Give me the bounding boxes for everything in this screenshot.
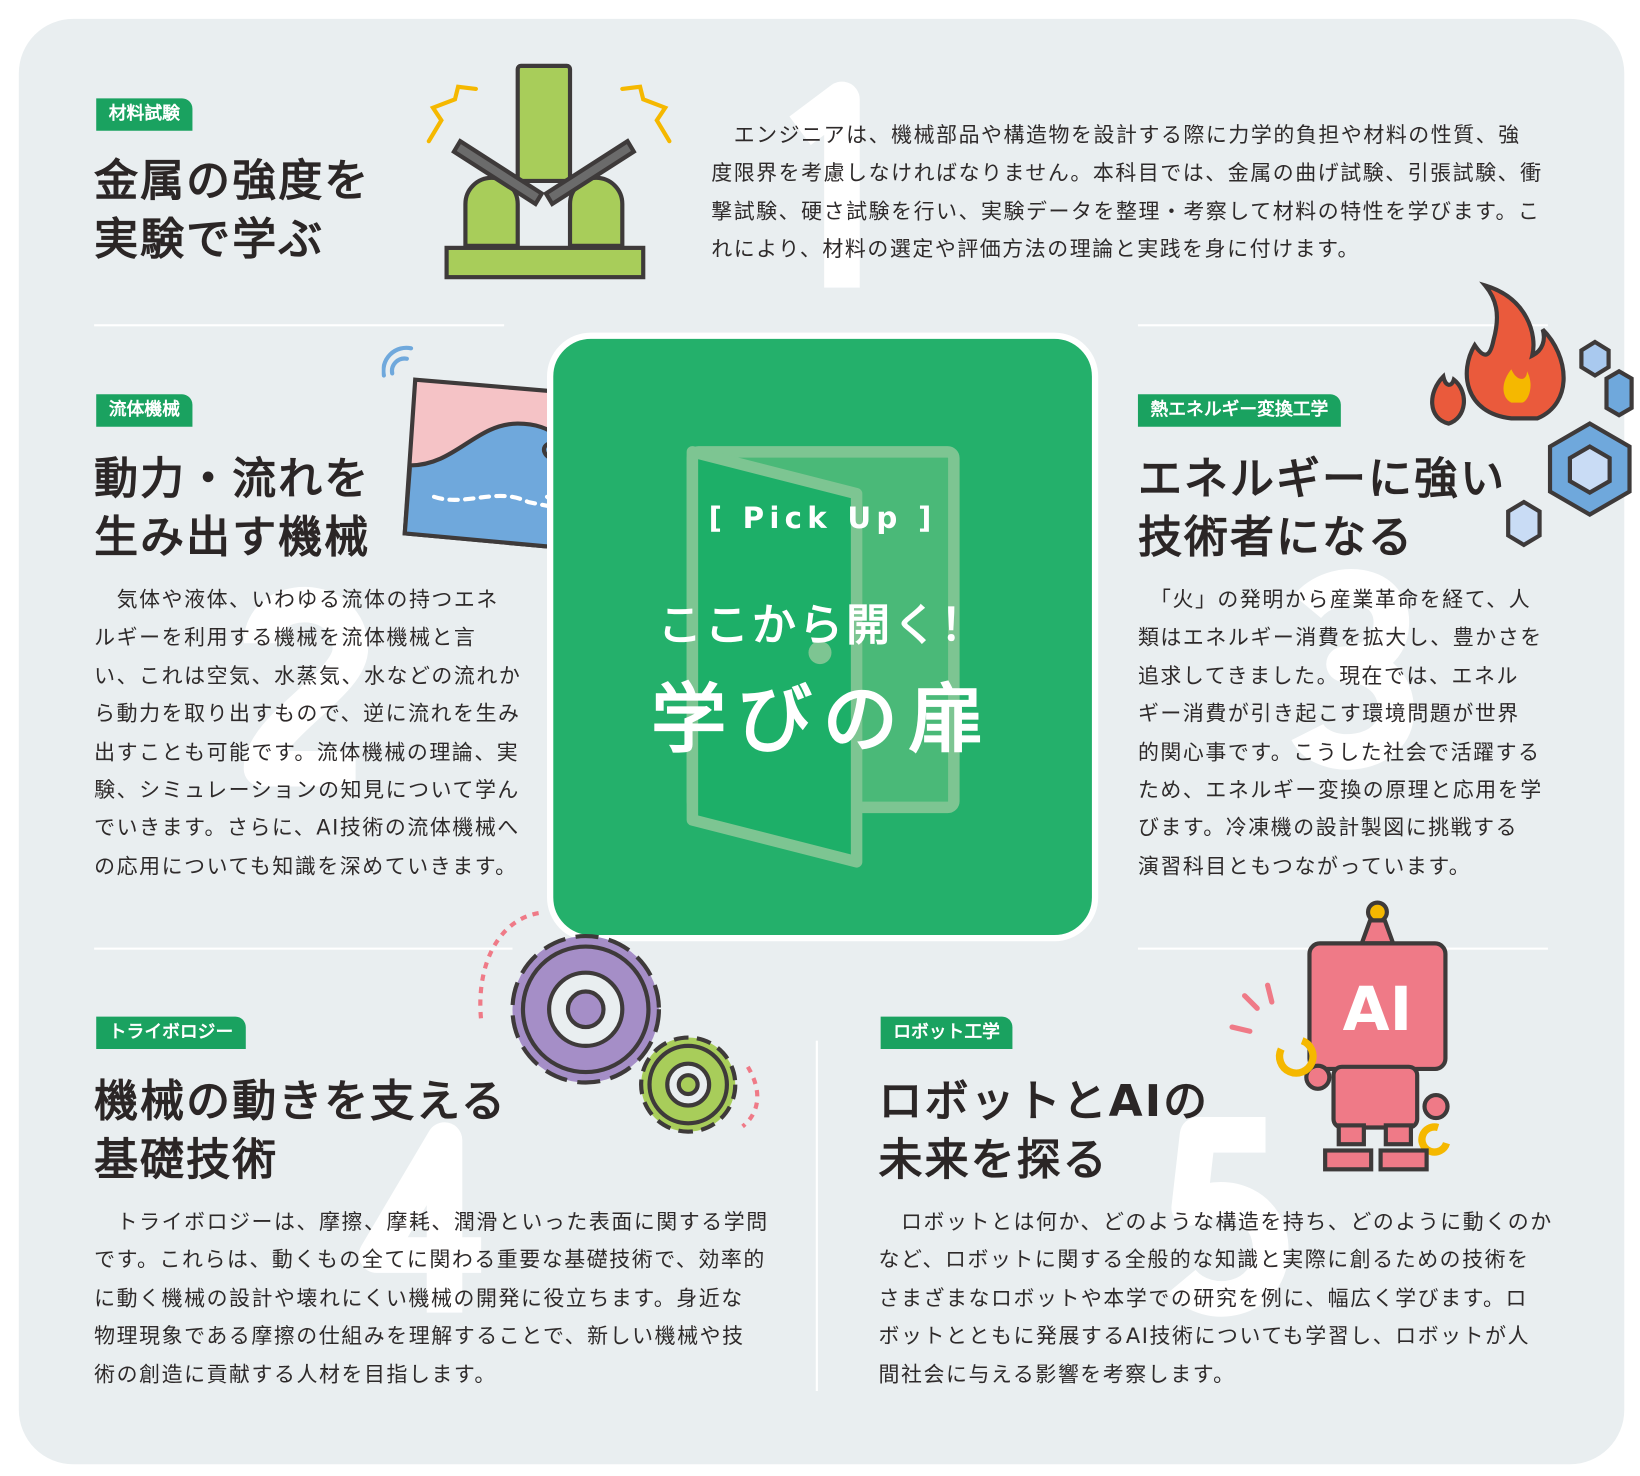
section-body: 「火」の発明から産業革命を経て、人 類はエネルギー消費を拡大し、豊かさを 追求し… [1138,580,1543,884]
divider [1137,324,1548,327]
body-line: トライボロジーは、摩擦、摩耗、潤滑といった表面に関する学問 [94,1209,769,1235]
section-title: エネルギーに強い 技術者になる [1138,450,1506,567]
section-title: 動力・流れを 生み出す機械 [94,450,370,567]
pickup-subtitle: ここから開く！ [657,599,988,651]
body-line: 演習科目ともつながっています。 [1137,853,1472,879]
body-line: 気体や液体、いわゆる流体の持つエネ [94,586,499,612]
section-tag: ロボット工学 [880,1016,1013,1050]
title-line: 実験で学ぶ [94,213,325,265]
section-number-5-watermark [1168,1117,1289,1317]
body-line: ロボットとは何か、どのような構造を持ち、どのように動くのか [878,1209,1553,1235]
body-line: ボットとともに発展するAI技術についても学習し、ロボットが人 [878,1323,1531,1349]
body-line: 間社会に与える影響を考察します。 [878,1361,1236,1387]
press-test-icon [426,63,672,280]
body-line: びます。冷凍機の設計製図に挑戦する [1137,815,1519,841]
section-tag: トライボロジー [96,1016,246,1050]
divider [94,947,513,950]
section-tag: 材料試験 [96,98,193,131]
door-icon [686,446,960,868]
title-line: 技術者になる [1137,511,1415,563]
body-line: 験、シミュレーションの知見について学ん [94,777,520,803]
body-line: です。これらは、動くもの全てに関わる重要な基礎技術で、効率的 [94,1247,766,1273]
body-line: れにより、材料の選定や評価方法の理論と実践を身に付けます。 [711,236,1360,262]
body-line: ギー消費が引き起こす環境問題が世界 [1137,700,1520,727]
pickup-bracket: [ Pick Up ] [708,500,937,536]
robot-ai-label: AI [1343,975,1413,1045]
section-tag: 流体機械 [96,394,193,427]
body-line: 出すことも可能です。流体機械の理論、実 [94,738,520,765]
body-line: ら動力を取り出すもので、逆に流れを生み [94,700,521,727]
body-line: エンジニアは、機械部品や構造物を設計する際に力学的負担や材料の性質、強 [711,122,1521,148]
pickup-title: 学びの扉 [651,675,995,764]
divider [94,324,505,327]
body-line: 追求してきました。現在では、エネル [1137,662,1519,688]
body-line: に動く機械の設計や壊れにくい機械の開発に役立ちます。身近な [94,1285,744,1311]
robot-icon: AI [1229,900,1450,1172]
title-line: 基礎技術 [94,1133,279,1186]
section-title: 金属の強度を 実験で学ぶ [94,152,370,269]
body-line: など、ロボットに関する全般的な知識と実際に創るための技術を [878,1247,1530,1273]
body-line: 物理現象である摩擦の仕組みを理解することで、新しい機械や技 [94,1323,745,1349]
section-body: トライボロジーは、摩擦、摩耗、潤滑といった表面に関する学問 です。これらは、動く… [94,1203,769,1393]
section-number-1-watermark [789,81,860,288]
body-line: 的関心事です。こうした社会で活躍する [1137,738,1541,765]
body-line: ため、エネルギー変換の原理と応用を学 [1137,777,1543,803]
section-number-4-watermark [358,1122,482,1313]
body-line: 「火」の発明から産業革命を経て、人 [1137,586,1532,612]
section-title: 機械の動きを支える 基礎技術 [94,1072,507,1189]
body-line: ルギーを利用する機械を流体機械と言 [94,624,477,650]
section-body: 気体や液体、いわゆる流体の持つエネ ルギーを利用する機械を流体機械と言 い、これ… [94,580,521,884]
fire-energy-icon [1430,281,1634,548]
gears-icon [478,911,760,1134]
pickup-card[interactable]: [ Pick Up ] ここから開く！ 学びの扉 [547,332,1099,942]
title-line: ロボットとAIの [878,1075,1210,1127]
title-line: 金属の強度を [94,154,371,207]
body-line: 類はエネルギー消費を拡大し、豊かさを [1137,624,1543,650]
section-title: ロボットとAIの 未来を探る [879,1072,1210,1189]
body-line: さまざまなロボットや本学での研究を例に、幅広く学びます。ロ [878,1285,1528,1311]
body-line: 術の創造に貢献する人材を目指します。 [94,1361,497,1387]
divider [815,1040,818,1392]
body-line: 撃試験、硬さ試験を行い、実験データを整理・考察して材料の特性を学びます。こ [711,198,1541,224]
section-body: ロボットとは何か、どのような構造を持ち、どのように動くのか など、ロボットに関す… [879,1203,1553,1393]
body-line: 度限界を考慮しなければなりません。本科目では、金属の曲げ試験、引張試験、衝 [711,160,1543,186]
title-line: 生み出す機械 [94,511,371,563]
body-line: い、これは空気、水蒸気、水などの流れか [94,662,522,688]
title-line: 動力・流れを [94,452,371,505]
section-number-3-watermark [1291,569,1415,770]
title-line: 機械の動きを支える [94,1075,508,1127]
title-line: エネルギーに強い [1137,452,1507,505]
section-tag: 熱エネルギー変換工学 [1137,394,1341,427]
body-line: の応用についても知識を深めていきます。 [94,853,518,879]
body-line: でいきます。さらに、AI技術の流体機械へ [94,815,520,841]
title-line: 未来を探る [878,1133,1109,1186]
section-number-2-watermark [243,586,369,787]
section-body: エンジニアは、機械部品や構造物を設計する際に力学的負担や材料の性質、強 度限界を… [711,116,1542,268]
